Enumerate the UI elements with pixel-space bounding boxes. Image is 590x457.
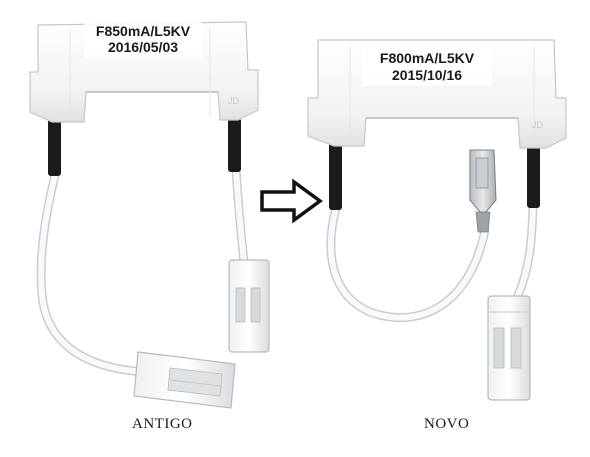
old-fuse: JD F850mA/L5KV 2016/05/03 [29,20,270,409]
old-fuse-rating: F850mA/L5KV [96,23,191,39]
new-fuse-housing: JD F800mA/L5KV 2015/10/16 [307,39,567,149]
new-fuse-caption: NOVO [424,416,470,432]
old-fuse-housing: JD F850mA/L5KV 2016/05/03 [29,20,259,123]
new-fuse-date: 2015/10/16 [392,67,462,83]
new-fuse-right-sleeve [527,144,540,208]
new-fuse-molded-mark: JD [532,120,544,130]
new-fuse: JD F800mA/L5KV 2015/10/16 [307,39,567,401]
new-fuse-wires [326,200,538,323]
new-fuse-rating: F800mA/L5KV [380,50,475,66]
old-fuse-right-connector [228,259,270,353]
old-fuse-molded-mark: JD [228,96,240,106]
old-fuse-right-sleeve [228,118,241,172]
new-fuse-bottom-connector [487,295,531,401]
new-fuse-spade-terminal [469,149,497,233]
right-outline-arrow-icon [260,178,323,224]
old-fuse-date: 2016/05/03 [108,39,178,55]
old-fuse-caption: ANTIGO [132,416,193,432]
old-fuse-wires [36,165,249,377]
new-fuse-left-sleeve [329,142,342,210]
old-fuse-bottom-connector [133,351,236,409]
old-fuse-left-sleeve [48,118,61,176]
